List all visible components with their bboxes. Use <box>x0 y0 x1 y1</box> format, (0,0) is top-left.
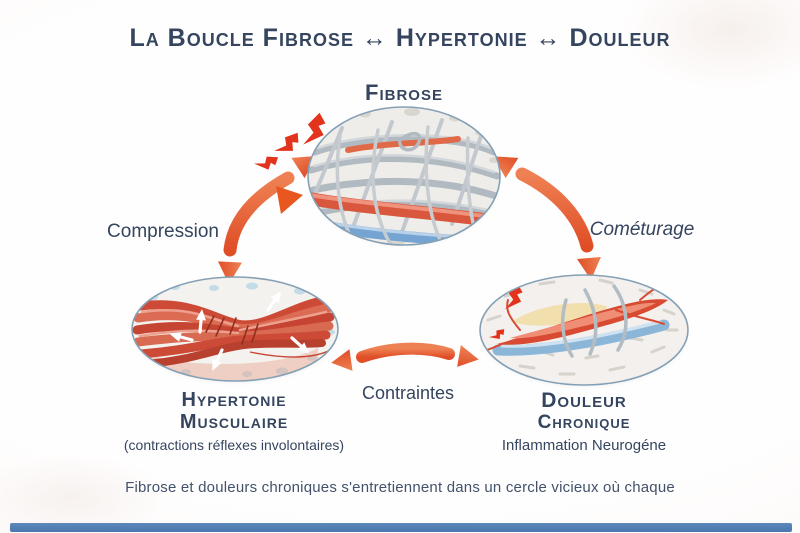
hypertonie-node-label: Hypertonie Musculaire (contractions réfl… <box>100 390 368 452</box>
page-title: La Boucle Fibrose ↔ Hypertonie ↔ Douleur <box>129 24 671 52</box>
douleur-node-label: Douleur Chronique Inflammation Neurogéne <box>462 390 706 453</box>
hypertonie-line1: Hypertonie <box>181 389 287 411</box>
arrow-hypertonie-douleur <box>331 342 479 371</box>
douleur-illustration <box>479 274 689 386</box>
footer-accent-bar <box>10 523 792 532</box>
impact-wedge-icon <box>276 186 303 214</box>
hypertonie-subtitle: (contractions réflexes involontaires) <box>123 437 345 453</box>
pain-flash-icons <box>253 110 331 214</box>
lightning-icon <box>253 152 282 174</box>
edge-label-cometurage: Cométurage <box>589 219 695 240</box>
blue-vessel-tube <box>492 319 670 356</box>
fibrose-illustration <box>307 106 501 246</box>
edge-label-compression: Compression <box>107 221 219 242</box>
fascia-patch <box>512 303 608 326</box>
hypertonie-illustration <box>131 276 339 382</box>
arrow-fibrose-douleur <box>493 156 601 280</box>
edge-label-contraintes: Contraintes <box>361 383 455 403</box>
hypertonie-line2: Musculaire <box>179 411 289 433</box>
douleur-line2: Chronique <box>537 412 631 433</box>
bottom-caption: Fibrose et douleurs chroniques s'entreti… <box>125 479 675 496</box>
arrow-fibrose-hypertonie <box>218 156 317 284</box>
fibrose-node-label: Fibrose <box>365 80 443 105</box>
lightning-icon <box>272 128 305 161</box>
douleur-subtitle: Inflammation Neurogéne <box>501 437 667 454</box>
douleur-line1: Douleur <box>541 389 627 412</box>
small-red-fiber <box>345 136 461 153</box>
